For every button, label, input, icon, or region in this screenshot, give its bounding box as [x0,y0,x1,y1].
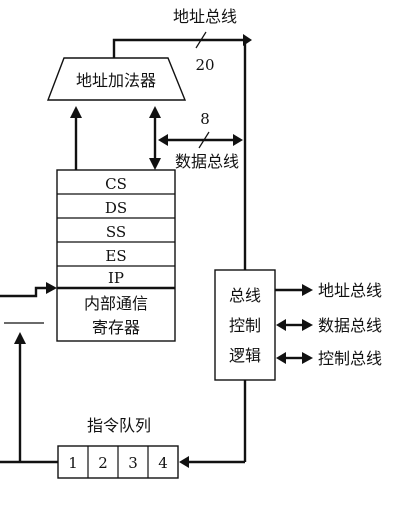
right-control-bus-left-arrowhead [276,352,286,364]
internal-register-label-line1: 内部通信 [84,294,148,313]
left-register-feed-arrowhead [46,282,57,294]
data-bus-left-arrowhead [158,134,168,146]
top-address-bus-label: 地址总线 [173,7,237,26]
bus-control-label-line3: 逻辑 [229,346,261,365]
register-to-adder-arrowhead [70,106,82,118]
data-bus-label: 数据总线 [175,152,239,171]
right-data-bus-left-arrowhead [276,319,286,331]
adder-register-up-arrowhead [149,106,161,118]
width-8-label: 8 [200,110,210,128]
register-ss: SS [106,223,126,241]
width-20-label: 20 [195,56,214,74]
adder-register-down-arrowhead [149,158,161,170]
queue-slot-3: 3 [128,454,138,472]
register-ip: IP [108,269,124,287]
instruction-queue-label: 指令队列 [87,416,151,435]
right-control-bus-right-arrowhead [302,352,313,364]
bus-control-label-line1: 总线 [229,286,261,305]
width-20-slash [195,31,207,49]
register-es: ES [105,247,126,265]
right-data-bus-right-arrowhead [302,319,313,331]
register-ds: DS [105,199,127,217]
data-bus-right-arrowhead [233,134,243,146]
bus-control-label-line2: 控制 [229,316,261,335]
queue-slot-2: 2 [98,454,108,472]
address-adder [46,57,187,101]
left-vertical-arrowhead [14,332,26,344]
bus-to-queue-arrowhead [179,456,189,468]
register-block [56,169,176,342]
bus-control-logic-box [214,269,276,381]
right-data-bus-label: 数据总线 [318,316,382,335]
register-cs: CS [105,175,127,193]
adder-to-address-bus-line [112,38,243,58]
internal-register-label-line2: 寄存器 [92,318,140,337]
right-address-bus-arrowhead [302,284,313,296]
queue-slot-1: 1 [68,454,78,472]
address-adder-label: 地址加法器 [76,71,156,90]
right-control-bus-label: 控制总线 [318,349,382,368]
left-register-feed-line [0,286,46,298]
queue-slot-4: 4 [158,454,168,472]
width-8-slash [198,131,210,149]
right-address-bus-label: 地址总线 [318,281,382,300]
